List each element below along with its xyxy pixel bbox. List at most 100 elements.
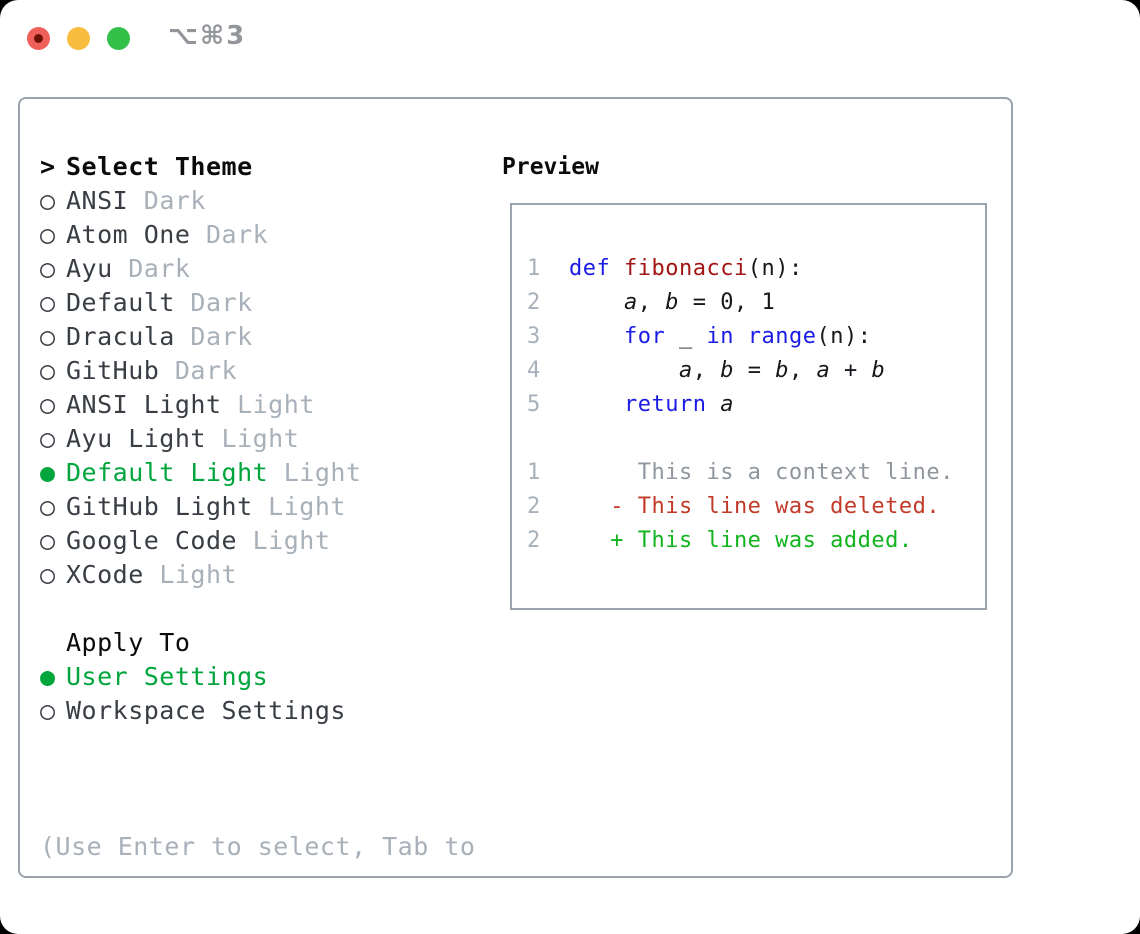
theme-variant-label: Dark <box>190 288 253 317</box>
code-token: (n): <box>816 324 872 349</box>
theme-variant-label: Dark <box>143 186 206 215</box>
theme-option-label: ANSI Light Light <box>66 390 315 419</box>
diff-line: 2 + This line was added. <box>512 524 985 558</box>
theme-option[interactable]: ○ Ayu Dark <box>40 252 475 286</box>
code-token: b <box>665 290 679 315</box>
left-column: > Select Theme ○ANSI Dark○Atom One Dark○… <box>40 150 475 934</box>
preview-title: Preview <box>502 154 599 180</box>
code-token: b <box>720 358 734 383</box>
radio-icon: ○ <box>40 288 56 317</box>
code-token: return <box>623 392 707 417</box>
code-token: = <box>733 358 776 383</box>
code-token: for <box>623 324 666 349</box>
close-button[interactable] <box>27 27 50 50</box>
code-line: 4 a, b = b, a + b <box>512 354 985 388</box>
theme-option[interactable]: ○ GitHub Light Light <box>40 490 475 524</box>
apply-to-header: Apply To <box>40 626 475 660</box>
hint-text: (Use Enter to select, Tab to change focu… <box>40 762 475 934</box>
apply-to-options: ● User Settings ○Workspace Settings <box>40 660 475 728</box>
theme-list-header: > Select Theme <box>40 150 475 184</box>
code-token: b <box>775 358 789 383</box>
spacer <box>512 422 985 456</box>
theme-option[interactable]: ○ANSI Light Light <box>40 388 475 422</box>
radio-icon: ○ <box>40 186 56 215</box>
theme-option[interactable]: ○ ANSI Dark <box>40 184 475 218</box>
minimize-button[interactable] <box>67 27 90 50</box>
code-token: , <box>637 290 666 315</box>
theme-option[interactable]: ●Default Light Light <box>40 456 475 490</box>
code-token: a <box>816 358 831 383</box>
code-token <box>706 392 720 417</box>
code-token: in <box>706 324 734 349</box>
theme-option-label: GitHub Dark <box>66 356 238 385</box>
diff-text: + This line was added. <box>569 528 913 553</box>
apply-to-option-label: User Settings <box>66 662 269 691</box>
theme-option-label: Default Dark <box>66 288 253 317</box>
theme-variant-label: Light <box>237 390 315 419</box>
theme-variant-label: Light <box>268 492 346 521</box>
theme-option[interactable]: ○ Default Dark <box>40 286 475 320</box>
code-token: 0, 1 <box>720 290 776 315</box>
apply-to-option[interactable]: ● User Settings <box>40 660 475 694</box>
radio-icon: ○ <box>40 560 56 589</box>
line-number: 1 <box>527 256 541 281</box>
radio-selected-icon: ● <box>40 662 56 691</box>
code-token <box>569 358 679 383</box>
code-token: def <box>569 256 611 281</box>
apply-to-option-label: Workspace Settings <box>66 696 346 725</box>
code-token <box>569 290 624 315</box>
theme-option-label: Ayu Dark <box>66 254 191 283</box>
theme-variant-label: Dark <box>190 322 253 351</box>
zoom-button[interactable] <box>107 27 130 50</box>
theme-options: ○ANSI Dark○Atom One Dark○Ayu Dark○Defaul… <box>40 184 475 592</box>
theme-variant-label: Dark <box>174 356 238 385</box>
apply-to-title: Apply To <box>66 628 191 657</box>
code-token: range <box>747 324 817 349</box>
hint-line: (Use Enter to select, Tab to <box>40 832 476 861</box>
apply-to-option[interactable]: ○Workspace Settings <box>40 694 475 728</box>
theme-variant-label: Light <box>221 424 300 453</box>
spacer <box>40 592 475 626</box>
line-number: 2 <box>527 528 541 553</box>
radio-icon: ○ <box>40 356 56 385</box>
code-line: 3 for _ in range(n): <box>512 320 985 354</box>
close-button-dot-icon <box>34 34 43 43</box>
theme-option[interactable]: ○XCode Light <box>40 558 475 592</box>
code-token <box>734 324 748 349</box>
code-text: for _ in range(n): <box>569 320 871 354</box>
code-token: a <box>678 358 693 383</box>
spacer <box>40 728 475 762</box>
theme-option[interactable]: ○ GitHub Dark <box>40 354 475 388</box>
code-token: _ <box>665 324 707 349</box>
radio-icon: ○ <box>40 492 56 521</box>
theme-option-label: GitHub Light Light <box>66 492 346 521</box>
diff-text: This is a context line. <box>569 460 954 485</box>
theme-option[interactable]: ○Atom One Dark <box>40 218 475 252</box>
theme-variant-label: Light <box>159 560 238 589</box>
theme-option-label: Atom One Dark <box>66 220 269 249</box>
theme-option-label: Dracula Dark <box>66 322 253 351</box>
diff-text: - This line was deleted. <box>569 494 941 519</box>
code-token: + <box>830 358 872 383</box>
code-line: 1 def fibonacci(n): <box>512 252 985 286</box>
radio-icon: ○ <box>40 254 56 283</box>
code-token: a <box>623 290 638 315</box>
code-token <box>569 392 624 417</box>
theme-option-label: ANSI Dark <box>66 186 206 215</box>
diff-preview: 1 This is a context line.2 - This line w… <box>512 456 985 558</box>
theme-option[interactable]: ○Google Code Light <box>40 524 475 558</box>
theme-option[interactable]: ○Dracula Dark <box>40 320 475 354</box>
theme-option-label: Default Light Light <box>66 458 362 487</box>
line-number: 2 <box>527 290 541 315</box>
theme-option[interactable]: ○Ayu Light Light <box>40 422 475 456</box>
code-text: def fibonacci(n): <box>569 252 803 286</box>
theme-variant-label: Light <box>252 526 331 555</box>
code-token: fibonacci <box>624 256 748 281</box>
line-number: 2 <box>527 494 541 519</box>
code-token: a <box>720 392 734 417</box>
code-text: a, b = b, a + b <box>569 354 885 388</box>
code-token: , <box>788 358 817 383</box>
code-token <box>569 324 624 349</box>
code-token: = <box>678 290 721 315</box>
